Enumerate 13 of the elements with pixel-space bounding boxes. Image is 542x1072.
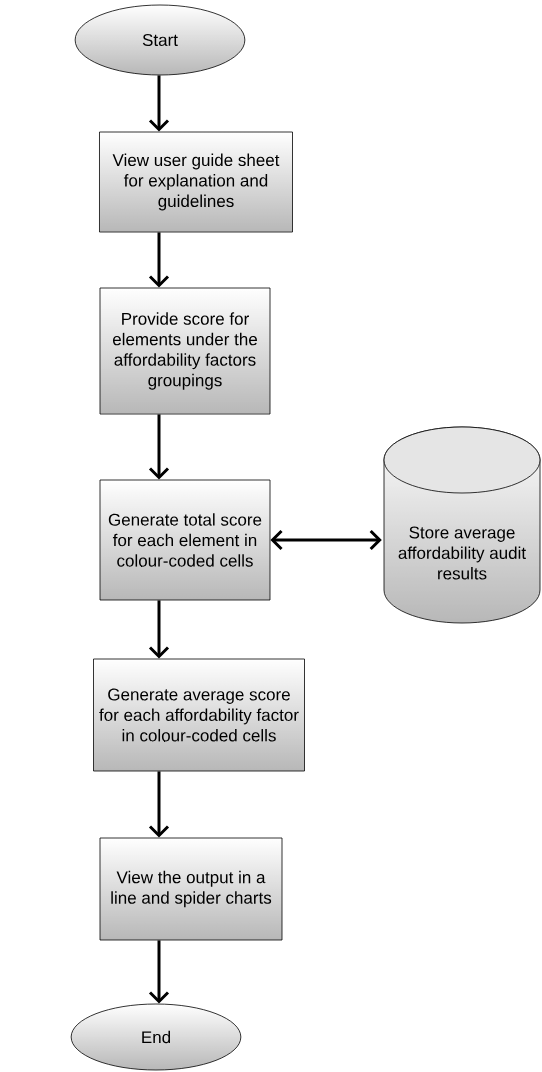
arrow [148,75,170,132]
arrow [270,529,382,551]
arrow [148,771,170,838]
process-box: Generate total score for each element in colour-coded cells [99,479,271,601]
process-box: View the output in a line and spider charts [99,837,283,941]
process-box: Provide score for elements under the affordability factors groupings [99,287,271,415]
database-cylinder: Store average affordability audit results [383,426,541,624]
arrow [148,232,170,288]
arrow [148,600,170,659]
process-box: Generate average score for each affordability factor in colour-coded cells [93,658,305,772]
arrow [148,414,170,480]
process-box: View user guide sheet for explanation and guidelines [99,131,293,233]
arrow [148,940,170,1004]
